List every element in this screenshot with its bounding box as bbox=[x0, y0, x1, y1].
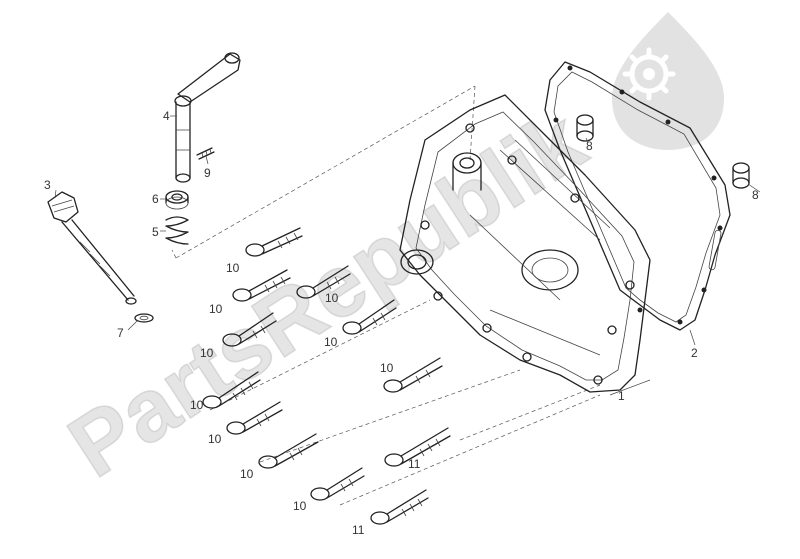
callout-10: 10 bbox=[293, 499, 307, 513]
gear-icon bbox=[612, 12, 724, 150]
small-pin-part bbox=[196, 147, 215, 160]
callout-10: 10 bbox=[324, 335, 338, 349]
callout-5: 5 bbox=[152, 225, 159, 239]
callout-4: 4 bbox=[163, 109, 170, 123]
callout-3: 3 bbox=[44, 178, 51, 192]
dipstick-part bbox=[47, 191, 137, 305]
bolt-part bbox=[232, 269, 291, 302]
bolt-part-long bbox=[384, 427, 451, 467]
bolt-part bbox=[342, 299, 397, 335]
watermark: PartsRepublik bbox=[51, 12, 724, 497]
callout-10: 10 bbox=[226, 261, 240, 275]
callout-10: 10 bbox=[240, 467, 254, 481]
spring-part bbox=[165, 216, 189, 245]
guide-lines bbox=[171, 85, 601, 506]
callout-10: 10 bbox=[209, 302, 223, 316]
bolt-part bbox=[296, 265, 351, 299]
callout-10: 10 bbox=[200, 346, 214, 360]
gasket-part bbox=[544, 61, 731, 331]
callout-9: 9 bbox=[204, 166, 211, 180]
dowel-pin-right bbox=[732, 162, 750, 189]
bolt-part bbox=[202, 371, 261, 409]
callout-10: 10 bbox=[208, 432, 222, 446]
callout-8-upper: 8 bbox=[586, 139, 593, 153]
callout-7: 7 bbox=[117, 326, 124, 340]
callout-2: 2 bbox=[691, 346, 698, 360]
callout-6: 6 bbox=[152, 192, 159, 206]
callout-1: 1 bbox=[618, 389, 625, 403]
bolt-part bbox=[310, 467, 365, 501]
bolt-part bbox=[370, 489, 429, 525]
crankcase-cover-part bbox=[399, 94, 651, 393]
bolt-part bbox=[245, 227, 303, 257]
callout-labels: 1 2 3 4 5 6 7 8 8 9 10 10 10 10 10 10 10… bbox=[44, 109, 759, 537]
callout-10: 10 bbox=[380, 361, 394, 375]
callout-11: 11 bbox=[408, 457, 421, 471]
callout-8-right: 8 bbox=[752, 188, 759, 202]
bolt-group bbox=[202, 227, 451, 525]
o-ring-part bbox=[134, 313, 154, 323]
bolt-part bbox=[383, 357, 443, 393]
bolt-part bbox=[222, 312, 277, 347]
callout-10: 10 bbox=[190, 398, 204, 412]
shift-shaft-part bbox=[174, 52, 241, 183]
bolt-part bbox=[258, 433, 319, 469]
dowel-pin-upper bbox=[576, 114, 594, 142]
callout-10: 11 bbox=[352, 523, 365, 537]
callout-10: 10 bbox=[325, 291, 339, 305]
bolt-part bbox=[226, 401, 283, 435]
washer-part bbox=[165, 190, 189, 210]
leader-lines bbox=[54, 115, 761, 396]
